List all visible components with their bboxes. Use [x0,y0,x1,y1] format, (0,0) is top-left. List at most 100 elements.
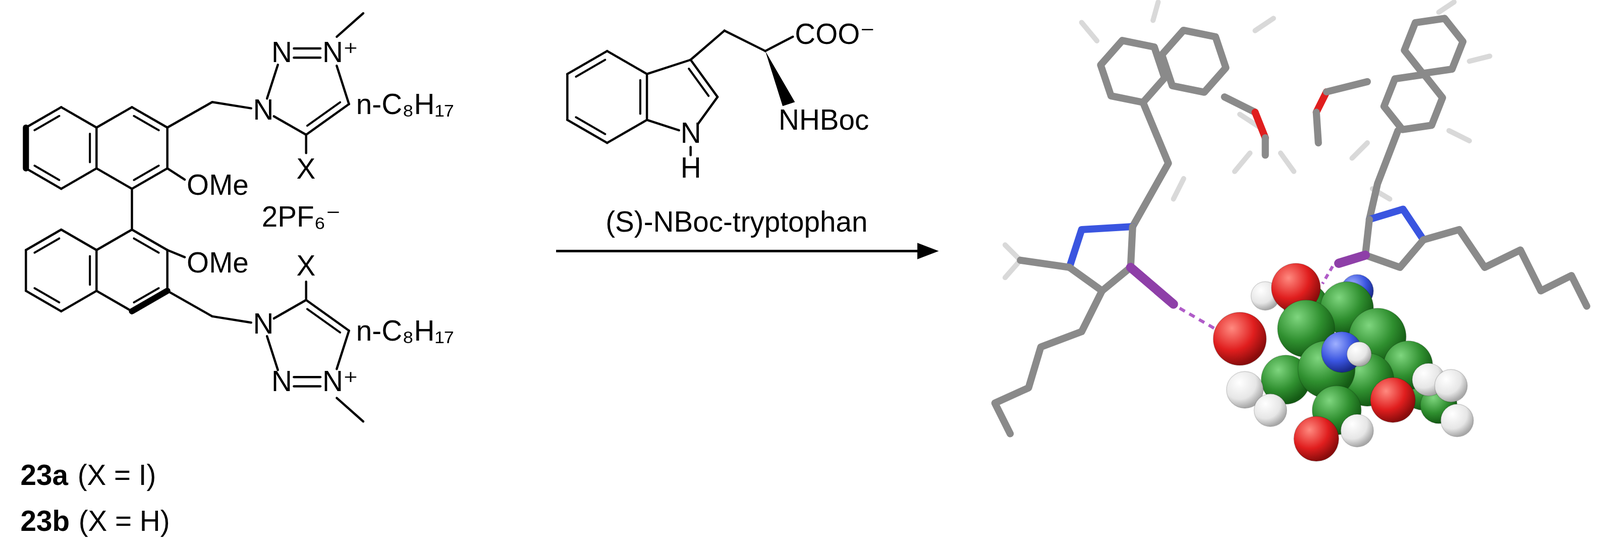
atom-sphere [1440,404,1474,437]
triazole-nitrogen-stick [1369,209,1424,241]
bond-line [293,56,321,59]
bond-line [61,229,97,250]
hydrogen-stick [1438,2,1454,13]
bond-line [293,384,321,388]
bond-line [306,103,350,135]
bond-line [212,316,252,323]
double-bond-line [34,288,60,303]
naphthalene-sticks [1384,74,1443,130]
double-bond-line [639,80,642,115]
bond-line [646,120,679,131]
atom-sphere [1346,341,1372,367]
double-bond-line [88,133,91,163]
double-bond-line [575,60,605,77]
bond-line [22,127,29,169]
bond-line [167,249,185,257]
bond-line [690,30,725,61]
bond-line [566,74,569,121]
bond-line [336,13,364,37]
linker-stick [1132,101,1169,227]
hydrogen-stick [1352,142,1368,158]
reagent-label: (S)-NBoc-tryptophan [605,208,868,238]
bond-line [273,116,307,135]
bond-line [95,249,98,291]
bond-line [166,249,169,291]
atom-label: OMe [186,171,249,201]
hydrogen-stick [1081,22,1097,41]
double-bond-line [575,117,605,134]
bond-line [96,106,132,128]
octyl-chain [995,290,1102,434]
bond-line [607,120,647,144]
bond-line [765,36,794,51]
bond-line [273,300,307,319]
bond-line [61,290,97,311]
double-bond-line [133,116,159,131]
iodine-stick [1130,267,1174,305]
bond-line [61,106,97,128]
double-bond-line [34,116,60,131]
bond-line [266,336,279,370]
bond-line [645,74,648,121]
double-bond-line [133,238,159,253]
arrow-shaft [556,249,921,253]
bond-line [95,127,98,169]
bond-line [293,47,321,50]
bond-line [304,281,307,300]
iodine-stick [1338,255,1366,264]
bond-line [336,330,349,369]
compound-number: 23a [20,461,68,490]
triazole-stick [1365,219,1424,268]
naphthalene-sticks [1100,40,1165,103]
hydrogen-stick [1449,130,1470,141]
methyl-stick [1020,260,1070,268]
atom-sphere [1370,377,1416,423]
atom-sphere [1293,416,1339,462]
atom-label: N [271,38,293,68]
reaction-arrow [556,242,939,259]
bond-line [306,300,350,331]
bond-stick [1326,81,1368,92]
atom-label: (X = H) [78,507,171,536]
naphthalene-sticks [1162,30,1227,93]
atom-label: N [253,310,274,340]
double-bond-line [34,238,60,253]
bond-line [304,134,307,153]
bond-line [167,290,213,317]
atom-label: N [271,367,293,397]
hydrogen-stick [1280,152,1294,172]
double-bond-line [688,68,709,96]
bond-line [607,50,647,75]
molecular-model [995,2,1587,462]
bond-line [130,188,133,230]
triazole-nitrogen-stick [1069,226,1133,268]
bond-line [646,60,691,75]
bond-line [167,168,185,180]
halogen-bond [1179,308,1219,331]
bond-line [724,30,766,51]
bond-line [266,64,279,99]
linker-stick [1369,130,1399,220]
atom-label: H [680,153,702,183]
bond-line [336,398,364,422]
atom-label: X [296,154,316,184]
double-bond-line [307,308,341,333]
atom-label: n-C₈H₁₇ [356,317,455,347]
bond-line [96,290,132,311]
hydrogen-stick [1173,178,1184,199]
double-bond-line [307,102,341,127]
double-bond-line [133,165,159,180]
atom-label: N⁺ [322,38,359,68]
triazole-stick [1069,226,1133,291]
hydrogen-stick [1469,56,1490,62]
bond-line [24,249,27,291]
atom-label: OMe [186,248,249,278]
atom-label: X [296,252,316,282]
atom-label: COO⁻ [794,20,875,49]
double-bond-line [88,256,91,286]
bond-line [336,65,349,104]
methyl-stick [1261,137,1270,155]
bond-line [167,101,213,128]
bond-line [166,127,169,169]
